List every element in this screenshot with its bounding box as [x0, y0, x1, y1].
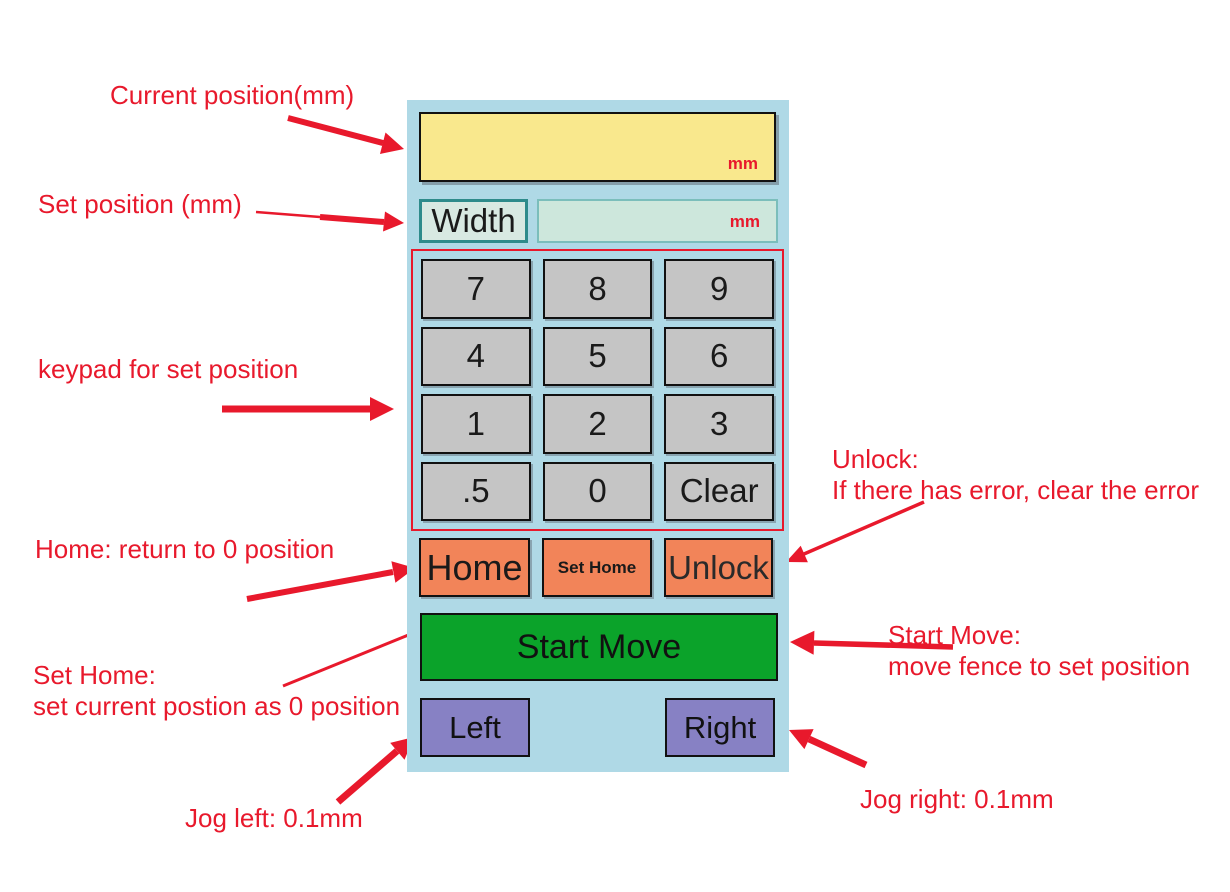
jog-left-button[interactable]: Left: [420, 698, 530, 757]
key-2[interactable]: 2: [542, 394, 653, 454]
annotation-jog-left: Jog left: 0.1mm: [185, 803, 363, 833]
annotation-current-position: Current position(mm): [110, 80, 355, 110]
jog-right-button[interactable]: Right: [665, 698, 775, 757]
set-position-unit-label: mm: [729, 211, 760, 231]
annotation-unlock-desc: If there has error, clear the error: [832, 475, 1200, 505]
set-position-input[interactable]: mm: [537, 199, 778, 243]
annotation-jog-right: Jog right: 0.1mm: [860, 784, 1054, 814]
key-4[interactable]: 4: [421, 326, 531, 386]
start-move-button[interactable]: Start Move: [420, 613, 778, 681]
key-8[interactable]: 8: [542, 259, 653, 319]
key-5[interactable]: 5: [542, 326, 653, 386]
annotation-set-home-title: Set Home:: [33, 660, 156, 690]
arrow-home: [246, 561, 415, 602]
annotation-keypad: keypad for set position: [38, 354, 299, 384]
arrow-jog-right: [789, 729, 868, 769]
arrow-unlock: [786, 500, 925, 563]
annotation-unlock-title: Unlock:: [832, 444, 919, 474]
annotation-start-move-title: Start Move:: [888, 620, 1021, 650]
arrow-set-position: [255, 210, 404, 232]
fence-control-panel: mm Width mm 7 8 9 4 5 6 1 2 3 .5 0 Clear…: [407, 100, 789, 772]
key-3[interactable]: 3: [664, 394, 774, 454]
key-9[interactable]: 9: [664, 259, 774, 319]
current-position-unit-label: mm: [727, 154, 758, 173]
key-point-5[interactable]: .5: [421, 461, 531, 521]
arrow-current-position: [287, 115, 404, 154]
unlock-button[interactable]: Unlock: [664, 538, 773, 597]
current-position-display: mm: [419, 112, 776, 182]
annotation-set-position: Set position (mm): [38, 189, 242, 219]
annotation-set-home-desc: set current postion as 0 position: [33, 691, 401, 721]
annotation-start-move-desc: move fence to set position: [888, 651, 1191, 681]
annotation-unlock: Unlock: If there has error, clear the er…: [832, 444, 1199, 506]
annotation-start-move: Start Move: move fence to set position: [888, 620, 1190, 682]
annotation-set-home: Set Home: set current postion as 0 posit…: [33, 660, 400, 722]
key-6[interactable]: 6: [664, 326, 774, 386]
keypad: 7 8 9 4 5 6 1 2 3 .5 0 Clear: [411, 249, 784, 531]
home-button[interactable]: Home: [419, 538, 530, 597]
arrow-jog-left: [335, 737, 414, 805]
set-home-button[interactable]: Set Home: [542, 538, 652, 597]
key-7[interactable]: 7: [421, 259, 531, 319]
annotation-home: Home: return to 0 position: [35, 534, 335, 564]
key-1[interactable]: 1: [421, 394, 531, 454]
key-clear[interactable]: Clear: [664, 461, 774, 521]
arrow-keypad: [222, 397, 394, 421]
width-button[interactable]: Width: [419, 199, 528, 243]
key-0[interactable]: 0: [542, 461, 653, 521]
